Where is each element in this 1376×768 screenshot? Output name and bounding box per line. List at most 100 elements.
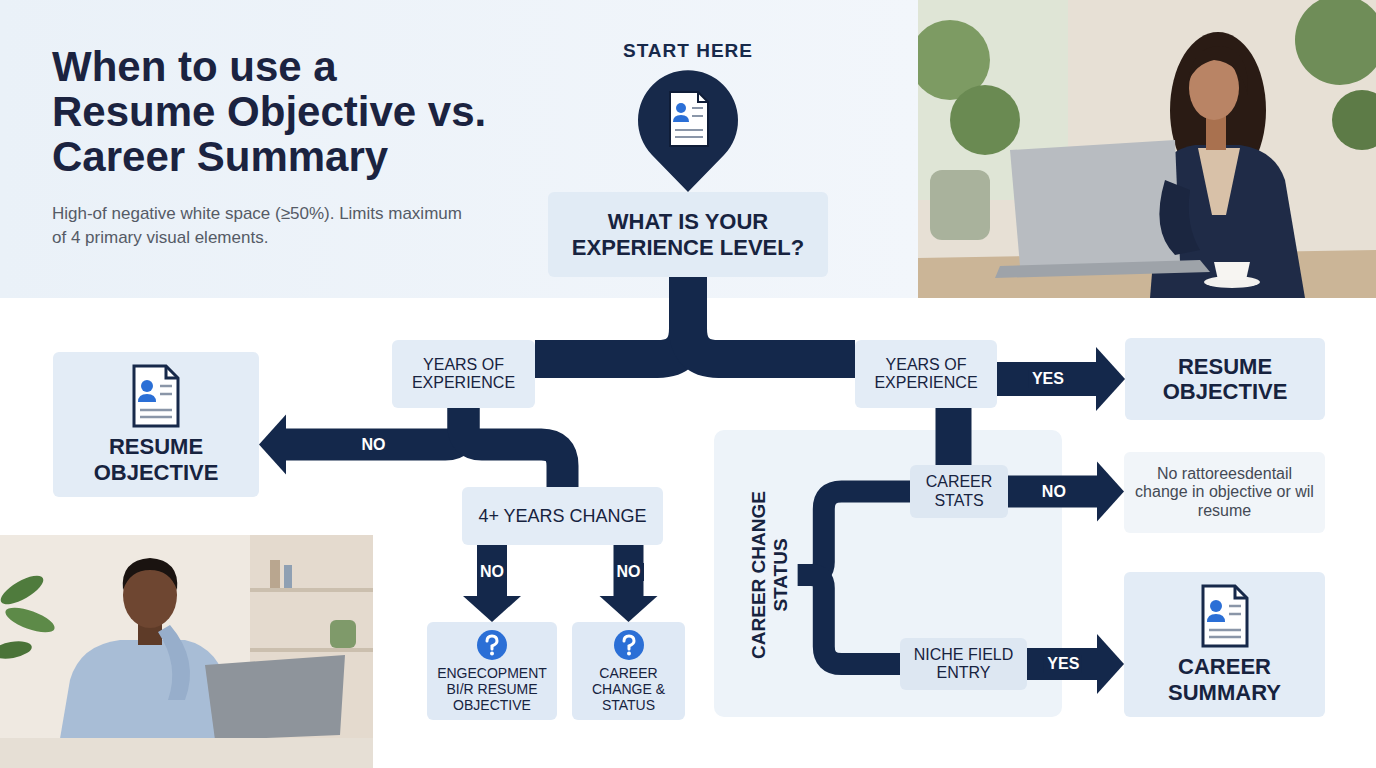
photo-woman-laptop	[1214, 262, 1250, 280]
question-icon	[624, 636, 634, 649]
document-icon	[1203, 586, 1247, 646]
connector	[464, 408, 563, 487]
connector-line	[1027, 648, 1100, 680]
photo-man-laptop	[284, 565, 292, 588]
connector	[798, 492, 910, 576]
question-icon	[477, 630, 507, 660]
photo-woman-laptop	[918, 0, 1376, 298]
photo-man-laptop	[205, 655, 345, 740]
node-text: ENGECOPMENT BI/R RESUME OBJECTIVE	[435, 665, 549, 713]
photo-woman-laptop	[1188, 46, 1248, 95]
start-label: START HERE	[588, 40, 788, 63]
edge-label: YES	[1044, 655, 1082, 673]
connector-line	[688, 277, 855, 359]
start-pin	[670, 92, 708, 146]
photo-woman-laptop	[1295, 0, 1376, 85]
connector	[688, 277, 855, 359]
arrow-head	[1097, 462, 1124, 522]
node-text: WHAT IS YOUR EXPERIENCE LEVEL?	[556, 209, 820, 260]
document-icon	[1207, 614, 1225, 622]
edge-label: NO	[358, 436, 388, 454]
node-text: NICHE FIELD ENTRY	[908, 646, 1019, 683]
start-pin	[638, 70, 738, 192]
arrow-head	[259, 415, 286, 475]
edge-label: NO	[614, 563, 644, 581]
connector-line	[798, 575, 900, 664]
start-pin	[698, 92, 708, 102]
photo-man-laptop	[0, 535, 373, 768]
photo-man-laptop	[2, 603, 57, 638]
start-pin	[638, 70, 738, 192]
arrow-head	[600, 596, 658, 622]
node-text: RESUME OBJECTIVE	[1133, 354, 1317, 405]
decision-box: YEARS OF EXPERIENCE	[855, 340, 997, 408]
document-icon	[1235, 586, 1247, 598]
connector	[259, 408, 464, 475]
connector	[997, 347, 1125, 411]
document-icon	[130, 364, 182, 428]
connector	[463, 545, 521, 622]
arrow-head	[1097, 634, 1124, 694]
connector-line	[997, 362, 1099, 396]
subtitle: High-of negative white space (≥50%). Lim…	[52, 202, 462, 250]
photo-man-laptop	[250, 590, 373, 650]
connector-line	[535, 277, 688, 359]
result-box: RESUME OBJECTIVE	[53, 352, 259, 497]
photo-man-laptop	[330, 620, 356, 648]
edge-label: NO	[477, 563, 507, 581]
title: When to use a Resume Objective vs. Caree…	[52, 44, 501, 179]
question-icon	[487, 636, 497, 649]
document-icon	[140, 386, 172, 417]
panel-fill	[714, 430, 1062, 717]
decision-box: YEARS OF EXPERIENCE	[392, 340, 535, 408]
photo-woman-laptop	[930, 170, 990, 240]
node-text: No rattoreesdentail change in objective …	[1132, 465, 1317, 520]
node-text: 4+ YEARS CHANGE	[478, 506, 646, 527]
header-band	[0, 0, 918, 298]
arrow-head	[1096, 347, 1125, 411]
photo-man-laptop	[0, 535, 373, 768]
photo-man-laptop	[0, 639, 33, 662]
connector	[1027, 634, 1124, 694]
photo-woman-laptop	[1159, 180, 1200, 255]
photo-woman-laptop	[995, 260, 1210, 278]
note-box: No rattoreesdentail change in objective …	[1124, 452, 1325, 533]
group-panel: CAREER CHANGE STATUS CAREER STATS NICHE FI…	[714, 430, 1062, 717]
node-text: YEARS OF EXPERIENCE	[400, 356, 527, 393]
edge-label: YES	[1029, 370, 1067, 388]
node-text: CAREER CHANGE & STATUS	[580, 665, 677, 713]
question-icon	[614, 630, 644, 660]
document-icon	[141, 380, 153, 392]
node-text: CAREER STATS	[918, 473, 1000, 510]
start-pin	[673, 115, 689, 122]
panel-label: CAREER CHANGE STATUS	[748, 483, 792, 668]
result-box: CAREER SUMMARY	[1124, 572, 1325, 717]
photo-woman-laptop	[1198, 148, 1240, 215]
process-box: 4+ YEARS CHANGE	[462, 487, 663, 545]
photo-man-laptop	[0, 570, 47, 610]
document-icon	[166, 366, 178, 378]
process-box: NICHE FIELD ENTRY	[900, 638, 1027, 690]
node-text: RESUME OBJECTIVE	[61, 434, 251, 485]
connector	[600, 545, 658, 622]
photo-woman-laptop	[950, 85, 1020, 155]
start-pin	[676, 103, 686, 113]
photo-man-laptop	[123, 558, 178, 590]
photo-woman-laptop	[1332, 90, 1376, 150]
arrow-head	[463, 596, 521, 622]
question-box: WHAT IS YOUR EXPERIENCE LEVEL?	[548, 192, 828, 277]
start-pin	[675, 108, 703, 137]
question-box: CAREER CHANGE & STATUS	[572, 622, 685, 720]
connector-line	[936, 408, 972, 465]
connector-line	[1008, 476, 1100, 508]
question-icon	[476, 629, 508, 661]
header-band	[0, 0, 918, 298]
connector	[1008, 462, 1124, 522]
question-box: ENGECOPMENT BI/R RESUME OBJECTIVE	[427, 622, 557, 720]
edge-label: NO	[1039, 483, 1069, 501]
connector-line	[614, 545, 644, 599]
photo-woman-laptop	[1010, 140, 1180, 266]
connector	[798, 575, 900, 664]
question-icon	[613, 629, 645, 661]
photo-man-laptop	[158, 625, 190, 700]
